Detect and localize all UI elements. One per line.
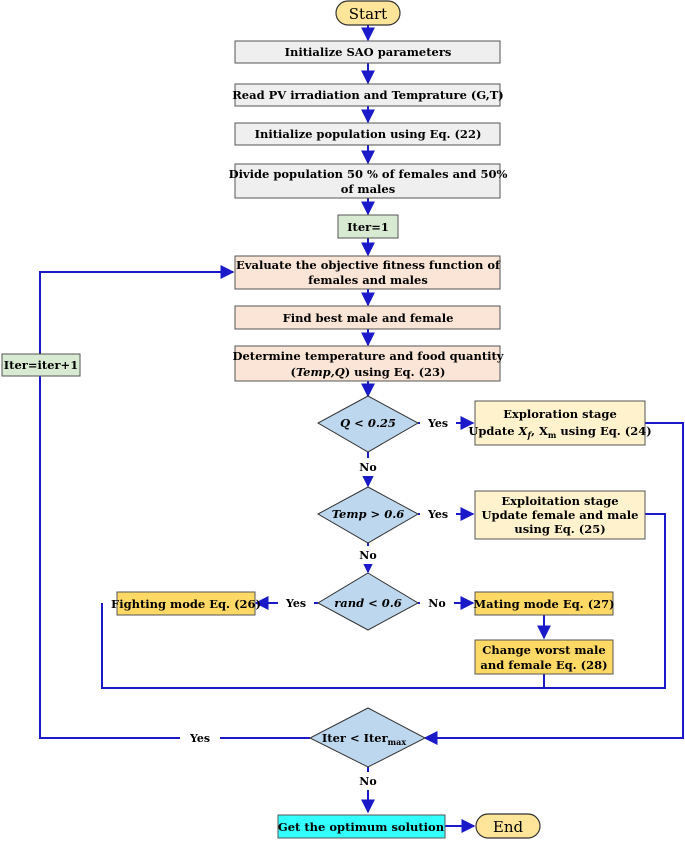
rand-decision: rand < 0.6 xyxy=(316,572,420,631)
q-decision-text: Q < 0.25 xyxy=(340,416,396,430)
start-label: Start xyxy=(349,5,387,23)
label-q-no: No xyxy=(359,461,376,474)
temperature-text-2: (Temp,Q) using Eq. (23) xyxy=(290,365,445,379)
evaluate-box: Evaluate the objective fitness function … xyxy=(234,255,501,290)
iter1-box: Iter=1 xyxy=(337,214,399,239)
exploitation-update: Update female and male xyxy=(482,508,639,522)
end-terminal: End xyxy=(475,813,541,839)
label-bg xyxy=(420,414,456,432)
edge-labels: Yes No Yes No Yes No Yes No xyxy=(180,414,456,790)
init-sao-text: Initialize SAO parameters xyxy=(285,45,452,59)
find-best-text: Find best male and female xyxy=(283,311,454,325)
label-bg xyxy=(420,594,454,612)
end-label: End xyxy=(493,818,524,836)
line-merge-fight-exploit xyxy=(101,513,666,689)
exploration-title: Exploration stage xyxy=(503,407,617,421)
fighting-text: Fighting mode Eq. (26) xyxy=(111,597,261,611)
label-bg xyxy=(420,505,456,523)
label-rand-no: No xyxy=(428,597,445,610)
iter-increment-box: Iter=iter+1 xyxy=(1,353,81,377)
label-rand-yes: Yes xyxy=(285,597,306,610)
init-pop-text: Initialize population using Eq. (22) xyxy=(255,127,482,141)
iter-decision-sub: max xyxy=(388,737,407,747)
temperature-text-1: Determine temperature and food quantity xyxy=(233,349,504,363)
exploitation-box: Exploitation stage Update female and mal… xyxy=(474,490,646,540)
change-worst-text-1: Change worst male xyxy=(482,643,605,657)
temperature-box: Determine temperature and food quantity … xyxy=(233,345,504,382)
iter-decision-main: Iter < Iter xyxy=(322,731,389,745)
evaluate-text-2: females and males xyxy=(308,273,428,287)
divide-text-2: of males xyxy=(341,182,395,196)
exploration-box: Exploration stage Update Xf, Xm using Eq… xyxy=(468,400,652,446)
label-bg xyxy=(351,546,385,564)
iter-decision-text: Iter < Itermax xyxy=(322,731,406,747)
change-worst-text-2: and female Eq. (28) xyxy=(480,658,607,672)
temperature-eq: ) using Eq. (23) xyxy=(345,365,446,379)
label-bg xyxy=(351,458,385,476)
temperature-vars: Temp,Q xyxy=(296,365,345,379)
fighting-box: Fighting mode Eq. (26) xyxy=(111,591,261,616)
rand-decision-text: rand < 0.6 xyxy=(334,596,402,610)
evaluate-text-1: Evaluate the objective fitness function … xyxy=(236,258,501,272)
start-terminal: Start xyxy=(335,0,401,26)
read-pv-text: Read PV irradiation and Temprature (G,T) xyxy=(232,88,504,102)
divide-text-1: Divide population 50 % of females and 50… xyxy=(229,167,508,181)
label-bg xyxy=(180,729,220,747)
optimum-text: Get the optimum solution xyxy=(278,820,445,834)
optimum-box: Get the optimum solution xyxy=(277,814,446,839)
read-pv-box: Read PV irradiation and Temprature (G,T) xyxy=(232,83,504,107)
find-best-box: Find best male and female xyxy=(234,305,501,330)
label-temp-no: No xyxy=(359,549,376,562)
arrow-to-iter-check xyxy=(423,422,684,745)
temp-decision: Temp > 0.6 xyxy=(316,486,420,544)
label-q-yes: Yes xyxy=(427,417,448,430)
iter-increment-text: Iter=iter+1 xyxy=(4,358,78,372)
change-worst-box: Change worst male and female Eq. (28) xyxy=(474,639,614,675)
label-iter-no: No xyxy=(359,775,376,788)
exploitation-eq: using Eq. (25) xyxy=(514,522,605,536)
label-iter-yes: Yes xyxy=(189,732,210,745)
exploration-update: Update Xf, Xm using Eq. (24) xyxy=(468,424,651,440)
label-bg xyxy=(351,772,385,790)
divide-box: Divide population 50 % of females and 50… xyxy=(229,163,508,199)
q-decision: Q < 0.25 xyxy=(316,395,420,453)
mating-text: Mating mode Eq. (27) xyxy=(473,597,614,611)
mating-box: Mating mode Eq. (27) xyxy=(473,591,615,616)
arrow-loop-back xyxy=(39,265,310,739)
label-temp-yes: Yes xyxy=(427,508,448,521)
exploitation-title: Exploitation stage xyxy=(501,494,618,508)
temp-decision-text: Temp > 0.6 xyxy=(332,507,404,521)
label-bg xyxy=(278,594,314,612)
init-pop-box: Initialize population using Eq. (22) xyxy=(234,122,501,146)
iter1-text: Iter=1 xyxy=(347,220,389,234)
init-sao-box: Initialize SAO parameters xyxy=(234,40,501,64)
iter-decision: Iter < Itermax xyxy=(308,707,427,768)
